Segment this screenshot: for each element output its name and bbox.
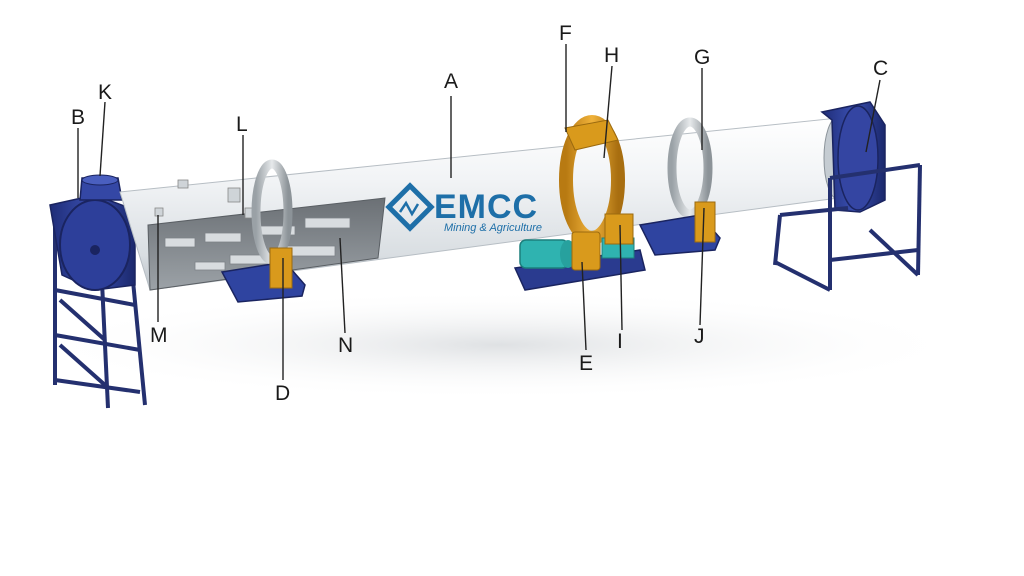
callout-b: B	[71, 106, 85, 129]
callout-e: E	[579, 352, 593, 375]
callout-c: C	[873, 57, 888, 80]
brand-logo-mark-icon	[385, 182, 435, 232]
callout-labels: A B K C F H G L D M N E I J	[71, 22, 888, 405]
callout-m: M	[150, 324, 168, 347]
callout-l: L	[236, 113, 248, 136]
callout-d: D	[275, 382, 290, 405]
right-support-ring	[667, 117, 713, 219]
callout-a: A	[444, 70, 458, 93]
callout-i: I	[617, 330, 623, 353]
scraper-brackets	[154, 179, 254, 219]
outlet-support-frame	[773, 163, 922, 292]
drive-unit	[513, 213, 646, 291]
leader-lines	[77, 44, 881, 380]
callout-n: N	[338, 334, 353, 357]
callout-g: G	[694, 46, 710, 69]
callout-k: K	[98, 81, 112, 104]
brand-logo: EMCC Mining & Agriculture	[385, 182, 542, 234]
callout-f: F	[559, 22, 572, 45]
brand-logo-wave-icon	[398, 200, 420, 217]
brand-name: EMCC	[434, 188, 538, 226]
callout-j: J	[694, 325, 705, 348]
right-roller-station	[638, 201, 721, 256]
left-roller-station	[220, 247, 306, 303]
brand-tagline: Mining & Agriculture	[444, 222, 542, 234]
dryer-drum	[119, 116, 853, 291]
lifting-flights	[164, 217, 351, 271]
callout-h: H	[604, 44, 619, 67]
feed-inlet-hood	[49, 174, 136, 291]
floor-shadow	[30, 290, 970, 400]
discharge-hood	[820, 101, 886, 213]
